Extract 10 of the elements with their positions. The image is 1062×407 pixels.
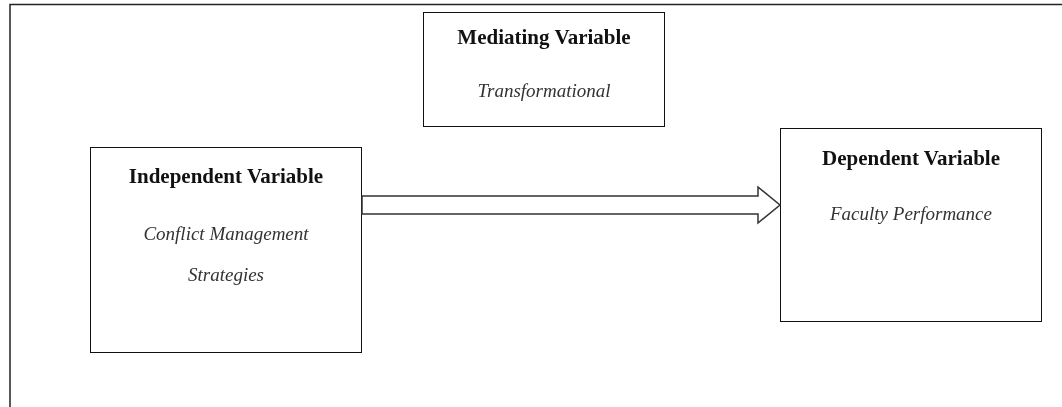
variable-name: Faculty Performance xyxy=(829,202,993,226)
block-arrow xyxy=(361,185,782,225)
variable-name: Transformational xyxy=(476,79,612,103)
variable-box xyxy=(423,12,665,127)
variable-box xyxy=(780,128,1042,322)
box-heading: Dependent Variable xyxy=(821,146,1001,171)
box-heading: Independent Variable xyxy=(127,164,325,189)
variable-name: Conflict Management Strategies xyxy=(142,222,310,287)
box-heading: Mediating Variable xyxy=(456,25,632,50)
variable-box xyxy=(90,147,362,353)
